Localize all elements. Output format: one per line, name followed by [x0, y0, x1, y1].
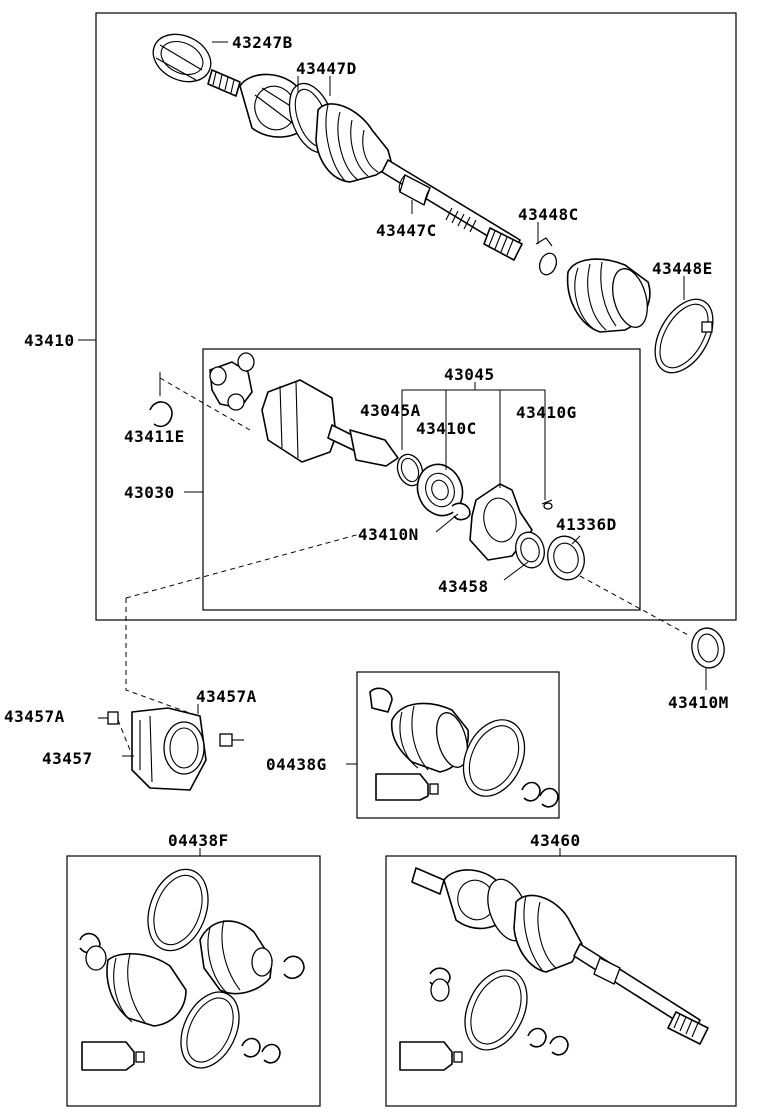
label-43045A: 43045A [360, 401, 421, 420]
leader-lines [78, 41, 707, 856]
assembly-frame-43460 [385, 855, 737, 1107]
label-43447C: 43447C [376, 221, 437, 240]
label-43247B: 43247B [232, 33, 293, 52]
label-43410G: 43410G [516, 403, 577, 422]
label-43448E: 43448E [652, 259, 713, 278]
assembly-frame-43410 [95, 12, 737, 621]
label-43410N: 43410N [358, 525, 419, 544]
label-04438G: 04438G [266, 755, 327, 774]
label-41336D: 41336D [556, 515, 617, 534]
label-43410C: 43410C [416, 419, 477, 438]
boot-kit-04438G [369, 687, 559, 808]
label-43460: 43460 [530, 831, 581, 850]
label-43457: 43457 [42, 749, 93, 768]
kit-frame-04438G [356, 671, 560, 819]
subassembly-frame-43030 [202, 348, 641, 611]
boot-kit-04438F [79, 868, 305, 1071]
label-43447D: 43447D [296, 59, 357, 78]
ring-43410M [691, 627, 725, 669]
label-43410: 43410 [24, 331, 75, 350]
label-43045: 43045 [444, 365, 495, 384]
ring-43247B [152, 33, 212, 83]
label-43457A-right: 43457A [196, 687, 257, 706]
kit-frame-04438F [66, 855, 321, 1107]
dashed-leaders [117, 377, 691, 751]
label-04438F: 04438F [168, 831, 229, 850]
inner-joint-assembly [149, 352, 585, 581]
label-43457A-left: 43457A [4, 707, 65, 726]
outer-shaft-assembly [152, 33, 714, 374]
label-43411E: 43411E [124, 427, 185, 446]
label-43410M: 43410M [668, 693, 729, 712]
shaft-assembly-43460 [399, 867, 709, 1071]
part-labels: 43410 43247B 43447D 43447C 43448C 43448E… [4, 33, 729, 850]
label-43458: 43458 [438, 577, 489, 596]
label-43448C: 43448C [518, 205, 579, 224]
bracket-43457 [98, 707, 244, 791]
label-43030: 43030 [124, 483, 175, 502]
